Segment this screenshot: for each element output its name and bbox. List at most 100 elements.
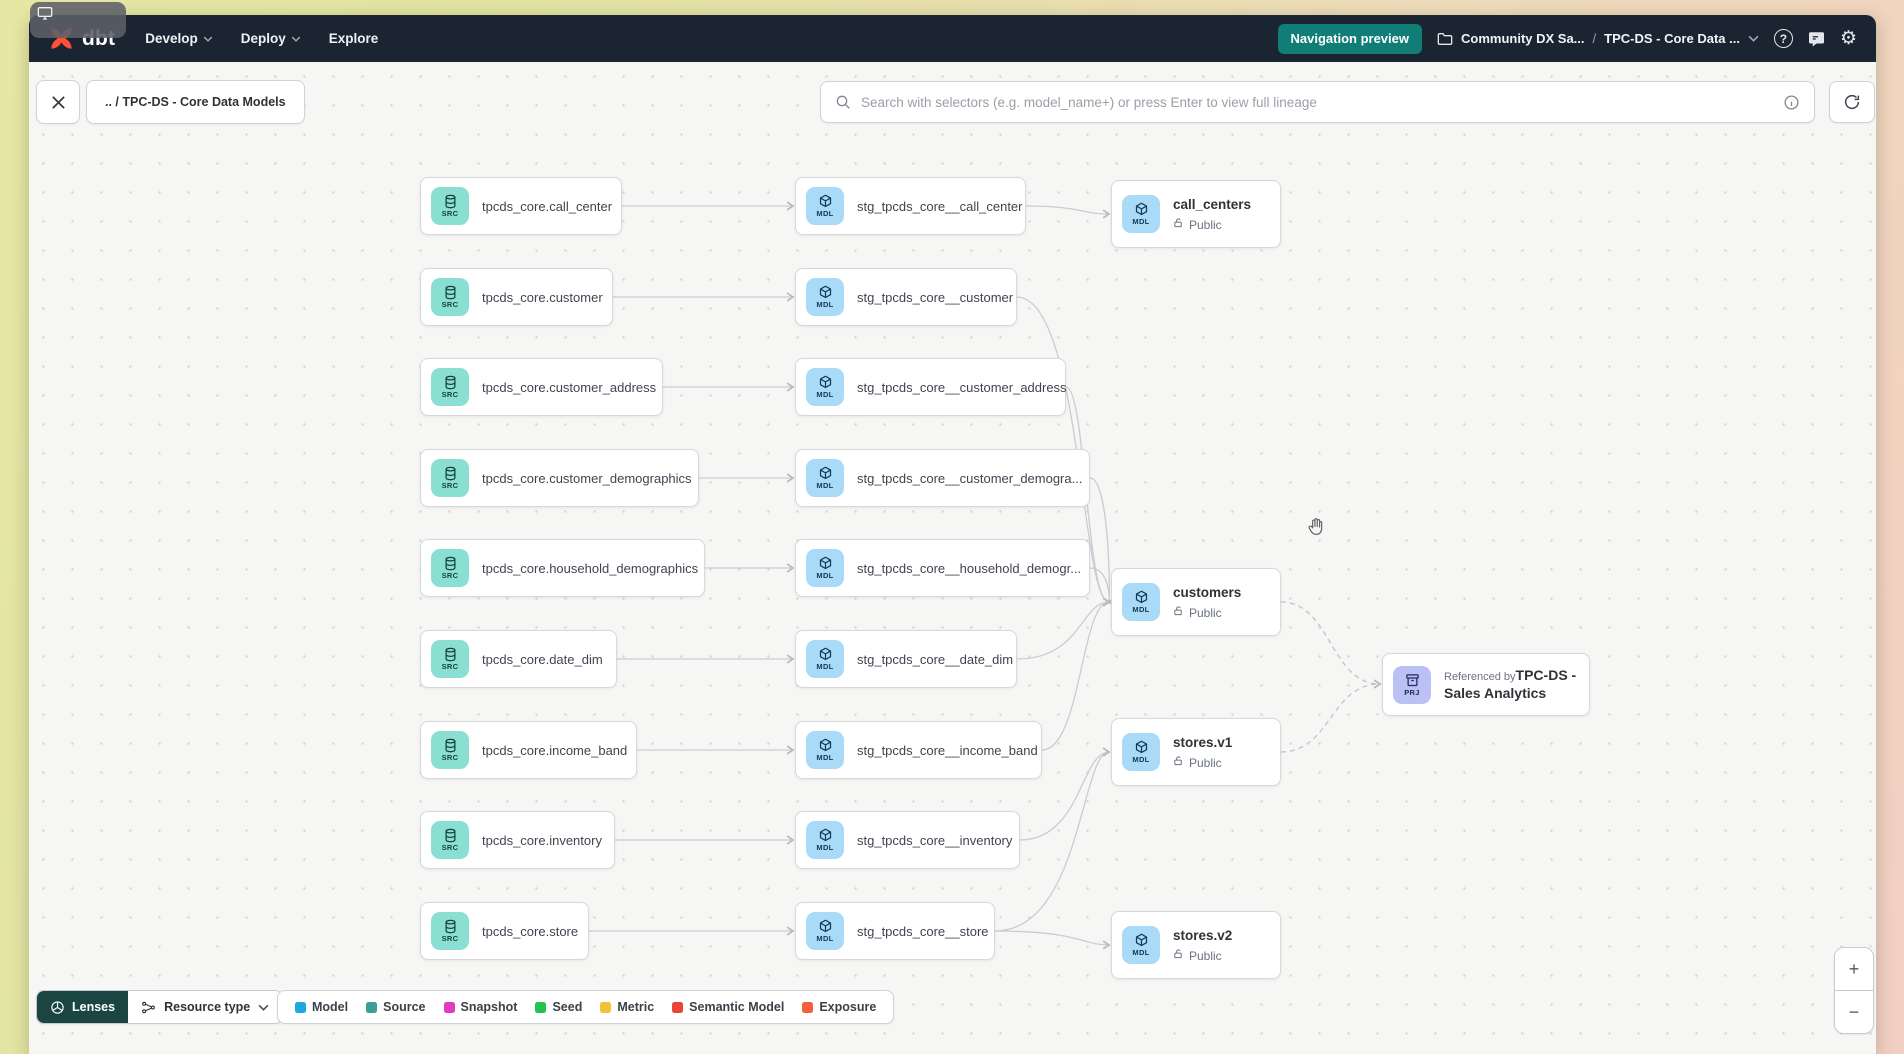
legend-swatch	[443, 1001, 455, 1013]
zoom-divider	[1835, 990, 1873, 991]
src-badge-icon: SRC	[431, 640, 469, 678]
nav-item-explore[interactable]: Explore	[328, 31, 379, 46]
legend-item: Semantic Model	[672, 1000, 784, 1014]
mdl-badge-icon: MDL	[806, 278, 844, 316]
resource-type-button[interactable]: Resource type	[128, 991, 283, 1023]
legend-swatch	[366, 1001, 378, 1013]
monitor-icon	[37, 7, 53, 20]
mdl-badge-icon: MDL	[806, 187, 844, 225]
breadcrumb-page[interactable]: TPC-DS - Core Data ...	[1604, 31, 1740, 46]
src-badge-icon: SRC	[431, 278, 469, 316]
close-lineage-button[interactable]	[36, 80, 80, 124]
chevron-down-icon	[203, 36, 213, 42]
close-icon	[51, 95, 65, 109]
feedback-icon[interactable]	[1807, 30, 1826, 48]
lineage-edge	[1280, 684, 1380, 753]
src-badge-icon: SRC	[431, 912, 469, 950]
unlock-icon	[1173, 217, 1184, 232]
main-menu: Develop Deploy Explore	[145, 31, 378, 46]
breadcrumb-project[interactable]: Community DX Sa...	[1461, 31, 1585, 46]
legend-swatch	[295, 1001, 306, 1013]
lineage-edge	[1280, 601, 1380, 684]
zoom-in-button[interactable]: +	[1835, 948, 1873, 990]
legend-item: Model	[295, 1000, 348, 1014]
settings-gear-icon[interactable]: ⚙	[1839, 28, 1857, 49]
lenses-label: Lenses	[72, 1000, 116, 1014]
legend-swatch	[802, 1001, 814, 1013]
unlock-icon	[1173, 755, 1184, 770]
navigation-preview-button[interactable]: Navigation preview	[1277, 23, 1422, 54]
src-badge-icon: SRC	[431, 368, 469, 406]
src-badge-icon: SRC	[431, 821, 469, 859]
mdl-badge-icon: MDL	[806, 459, 844, 497]
breadcrumb-separator: /	[1592, 31, 1597, 46]
chevron-down-icon[interactable]	[1748, 35, 1759, 42]
src-badge-icon: SRC	[431, 549, 469, 587]
legend-swatch	[672, 1001, 684, 1013]
lineage-breadcrumb-chip[interactable]: .. / TPC-DS - Core Data Models	[86, 80, 305, 124]
resource-type-icon	[142, 1001, 155, 1013]
search-input[interactable]	[861, 94, 1773, 110]
mdl-badge-icon: MDL	[806, 640, 844, 678]
mdl-badge-icon: MDL	[806, 549, 844, 587]
info-icon[interactable]	[1783, 94, 1800, 111]
lineage-edge	[994, 930, 1109, 945]
chevron-down-icon	[291, 36, 301, 42]
mdl-badge-icon: MDL	[806, 821, 844, 859]
lineage-edge	[1016, 602, 1109, 660]
lens-icon	[51, 1000, 64, 1014]
folder-icon	[1437, 32, 1453, 45]
grab-hand-cursor	[1305, 515, 1328, 543]
mdl-badge-icon: MDL	[806, 368, 844, 406]
zoom-out-button[interactable]: −	[1835, 991, 1873, 1033]
mdl-badge-icon: MDL	[1122, 733, 1160, 771]
zoom-controls: + −	[1834, 947, 1874, 1034]
src-badge-icon: SRC	[431, 187, 469, 225]
help-icon[interactable]: ?	[1773, 29, 1793, 48]
mdl-badge-icon: MDL	[806, 731, 844, 769]
lineage-edge	[994, 752, 1109, 932]
refresh-lineage-button[interactable]	[1829, 81, 1875, 123]
src-badge-icon: SRC	[431, 731, 469, 769]
legend-item: Exposure	[802, 1000, 876, 1014]
mdl-badge-icon: MDL	[1122, 195, 1160, 233]
unlock-icon	[1173, 605, 1184, 620]
lineage-canvas[interactable]: .. / TPC-DS - Core Data Models Lenses Re…	[29, 62, 1876, 1054]
lens-controls: Lenses Resource type	[36, 990, 284, 1024]
unlock-icon	[1173, 948, 1184, 963]
nav-item-develop[interactable]: Develop	[145, 31, 213, 46]
mdl-badge-icon: MDL	[1122, 926, 1160, 964]
breadcrumb: Community DX Sa... / TPC-DS - Core Data …	[1437, 31, 1759, 46]
legend-item: Source	[366, 1000, 426, 1014]
lineage-edge	[1041, 602, 1109, 751]
search-bar	[820, 81, 1815, 123]
nav-item-deploy[interactable]: Deploy	[241, 31, 301, 46]
lenses-button[interactable]: Lenses	[37, 991, 129, 1023]
